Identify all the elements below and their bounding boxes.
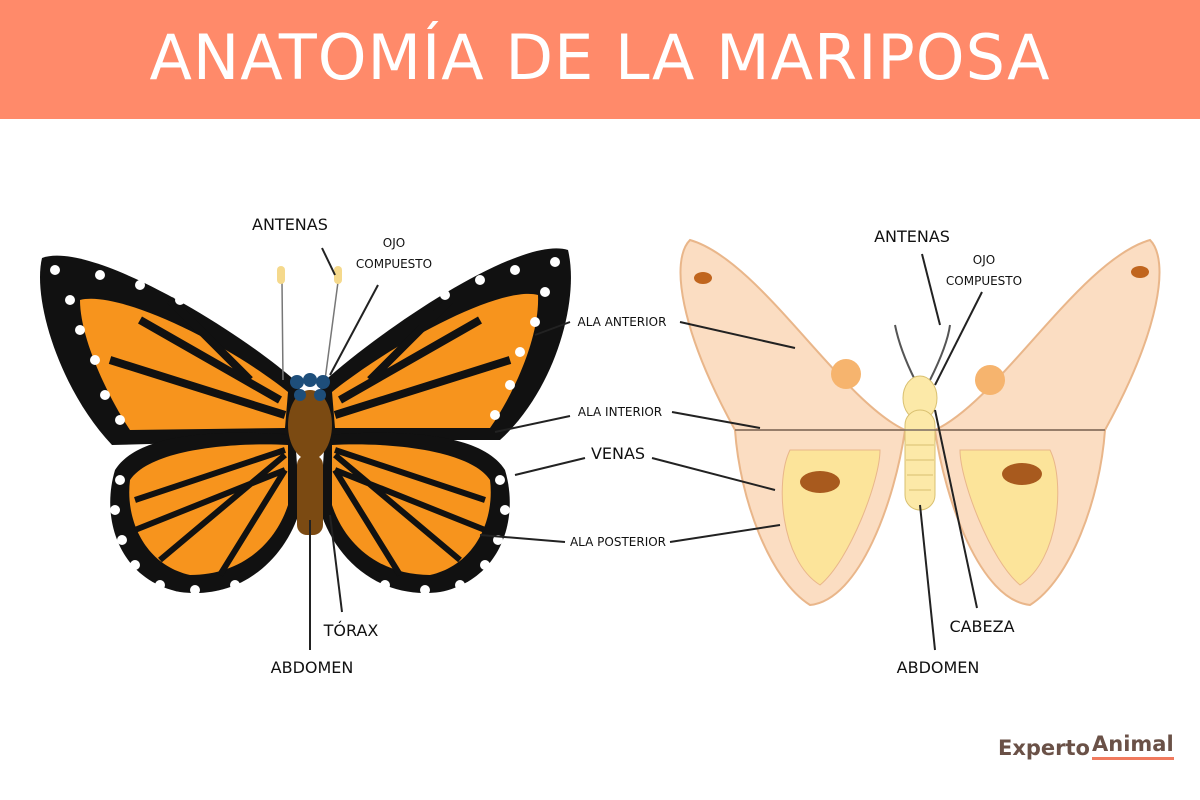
wing-spot [230, 580, 240, 590]
wing-spot [75, 325, 85, 335]
label-ojo-right-2: COMPUESTO [946, 274, 1022, 288]
moth-eyespot-right [1002, 463, 1042, 485]
wing-spot [455, 580, 465, 590]
wing-spot [440, 290, 450, 300]
moth-antennae [894, 324, 951, 381]
label-venas: VENAS [591, 444, 645, 463]
monarch-hindwing-right [320, 432, 510, 594]
moth [679, 238, 1161, 607]
wing-spot [90, 355, 100, 365]
monarch-compound-eyes [290, 373, 330, 401]
monarch-abdomen [297, 455, 323, 535]
moth-forewing-spot-right [975, 365, 1005, 395]
wing-spot [540, 287, 550, 297]
label-ojo-right-1: OJO [973, 253, 995, 267]
label-ojo-left-2: COMPUESTO [356, 257, 432, 271]
label-antenas-right: ANTENAS [874, 227, 950, 246]
wing-spot [50, 265, 60, 275]
wing-spot [65, 295, 75, 305]
leader-lines [309, 247, 983, 651]
label-abdomen-right: ABDOMEN [897, 658, 980, 677]
label-ojo-left-1: OJO [383, 236, 405, 250]
logo-text-experto: Experto [998, 736, 1090, 760]
wing-spot [100, 390, 110, 400]
experto-animal-logo: Experto Animal [998, 732, 1174, 760]
monarch-antenna-tip-left [277, 266, 285, 284]
moth-forewing-left [679, 238, 906, 431]
wing-spot [175, 295, 185, 305]
wing-spot [515, 347, 525, 357]
moth-eyespot-left [800, 471, 840, 493]
label-ala-interior: ALA INTERIOR [578, 405, 662, 419]
wing-spot [420, 585, 430, 595]
page-title: ANATOMÍA DE LA MARIPOSA [149, 21, 1051, 94]
label-cabeza: CABEZA [949, 617, 1014, 636]
wing-spot [500, 505, 510, 515]
wing-spot [490, 410, 500, 420]
wing-spot [505, 380, 515, 390]
moth-wingtip-spot-left [694, 272, 712, 284]
wing-spot [380, 580, 390, 590]
wing-spot [475, 275, 485, 285]
monarch-hindwing-left [110, 432, 300, 594]
logo-text-animal: Animal [1092, 732, 1174, 760]
moth-forewing-right [934, 238, 1161, 431]
wing-spot [480, 560, 490, 570]
monarch-antenna-tip-right [334, 266, 342, 284]
header-banner: ANATOMÍA DE LA MARIPOSA [0, 0, 1200, 119]
wing-spot [115, 415, 125, 425]
wing-spot [135, 280, 145, 290]
wing-spot [155, 580, 165, 590]
wing-spot [495, 475, 505, 485]
monarch-thorax [288, 390, 332, 460]
label-torax: TÓRAX [323, 621, 379, 640]
wing-spot [110, 505, 120, 515]
wing-spot [530, 317, 540, 327]
moth-hindwing-patch-right [959, 449, 1059, 586]
label-ala-anterior: ALA ANTERIOR [578, 315, 667, 329]
moth-forewing-spot-left [831, 359, 861, 389]
monarch-wing-spots [50, 257, 560, 595]
monarch-forewing-right [320, 248, 571, 440]
monarch-forewing-left [39, 255, 301, 445]
label-ala-posterior: ALA POSTERIOR [570, 535, 666, 549]
wing-spot [510, 265, 520, 275]
monarch-antennae [281, 281, 339, 381]
wing-spot [130, 560, 140, 570]
wing-spot [550, 257, 560, 267]
monarch-butterfly [39, 248, 571, 595]
moth-wingtip-spot-right [1131, 266, 1149, 278]
wing-spot [115, 475, 125, 485]
label-antenas-left: ANTENAS [252, 215, 328, 234]
wing-spot [190, 585, 200, 595]
label-abdomen-left: ABDOMEN [271, 658, 354, 677]
wing-spot [95, 270, 105, 280]
wing-spot [117, 535, 127, 545]
